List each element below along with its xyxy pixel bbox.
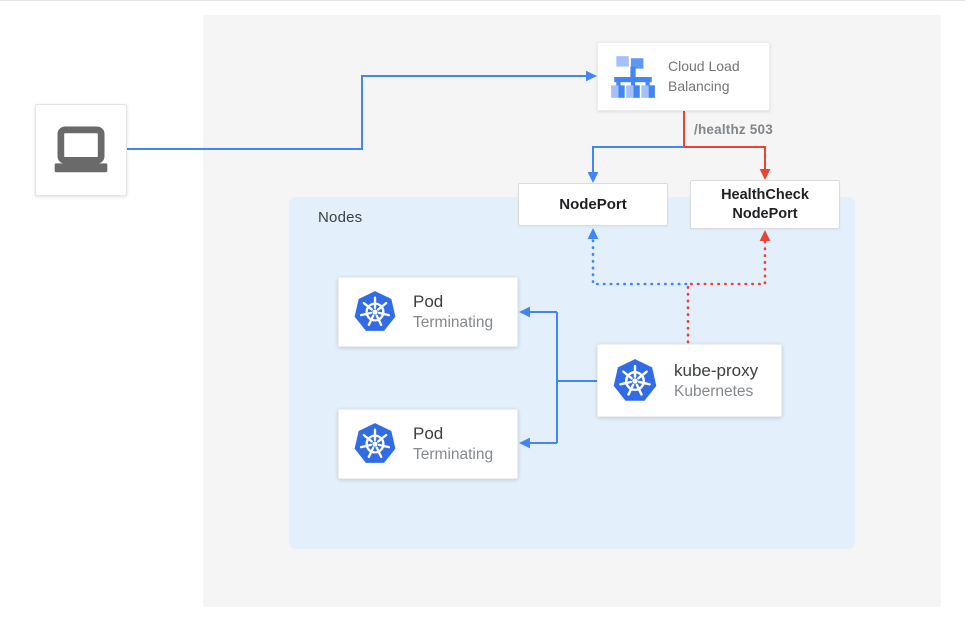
cloud-load-balancing-label: Cloud Load Balancing <box>668 57 740 94</box>
kubernetes-icon <box>353 290 397 334</box>
pod-2-title: Pod <box>413 424 444 443</box>
healthz-503-label: /healthz 503 <box>694 122 773 137</box>
kube-proxy-title: kube-proxy <box>674 360 759 380</box>
client-laptop-box <box>35 104 127 196</box>
load-balancer-icon <box>608 54 658 100</box>
laptop-icon <box>50 119 112 181</box>
pod-2-box: Pod Terminating <box>338 409 518 479</box>
pod-1-title: Pod <box>413 292 444 311</box>
kubernetes-icon <box>612 358 658 404</box>
nodes-group-label: Nodes <box>318 209 363 226</box>
healthcheck-nodeport-box: HealthCheck NodePort <box>690 180 840 229</box>
pod-1-box: Pod Terminating <box>338 277 518 347</box>
kube-proxy-subtitle: Kubernetes <box>674 382 754 400</box>
kube-proxy-box: kube-proxy Kubernetes <box>597 344 782 417</box>
nodeport-label: NodePort <box>559 196 627 213</box>
pod-2-status: Terminating <box>413 446 494 463</box>
kubernetes-icon <box>353 422 397 466</box>
cloud-load-balancing-box: Cloud Load Balancing <box>597 42 770 111</box>
nodeport-box: NodePort <box>518 183 668 226</box>
healthcheck-nodeport-label: HealthCheck NodePort <box>721 186 809 222</box>
pod-1-status: Terminating <box>413 314 494 331</box>
